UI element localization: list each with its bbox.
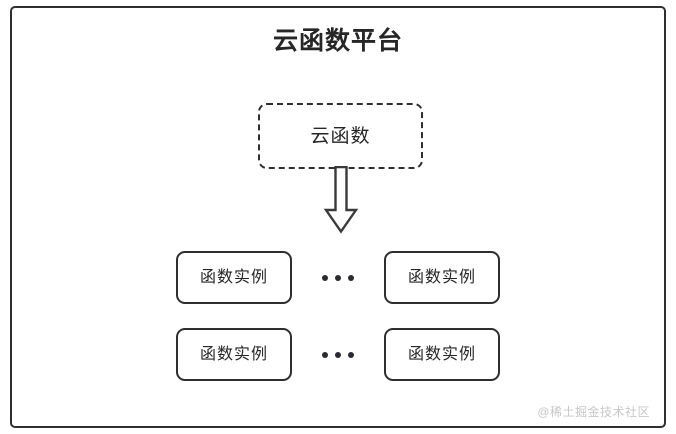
dot-icon <box>322 274 328 281</box>
cloud-function-label: 云函数 <box>310 125 371 147</box>
down-block-arrow-icon <box>322 165 360 234</box>
instance-label: 函数实例 <box>199 345 268 363</box>
dot-icon <box>335 351 341 358</box>
cloud-function-node: 云函数 <box>258 103 423 169</box>
ellipsis-separator-r1 <box>292 251 384 304</box>
dot-icon <box>348 351 354 358</box>
instance-label: 函数实例 <box>407 268 476 286</box>
dot-icon <box>335 274 341 281</box>
dot-icon <box>322 351 328 358</box>
instance-box-r2-right[interactable]: 函数实例 <box>384 328 500 381</box>
dot-icon <box>348 274 354 281</box>
instance-row-2: 函数实例 函数实例 <box>0 328 676 381</box>
instance-box-r1-right[interactable]: 函数实例 <box>384 251 500 304</box>
instance-row-1: 函数实例 函数实例 <box>0 251 676 304</box>
instance-box-r2-left[interactable]: 函数实例 <box>176 328 292 381</box>
instance-label: 函数实例 <box>407 345 476 363</box>
instance-label: 函数实例 <box>199 268 268 286</box>
page-title: 云函数平台 <box>272 27 403 55</box>
instance-box-r1-left[interactable]: 函数实例 <box>176 251 292 304</box>
watermark: @稀土掘金技术社区 <box>537 405 650 419</box>
ellipsis-separator-r2 <box>292 328 384 381</box>
